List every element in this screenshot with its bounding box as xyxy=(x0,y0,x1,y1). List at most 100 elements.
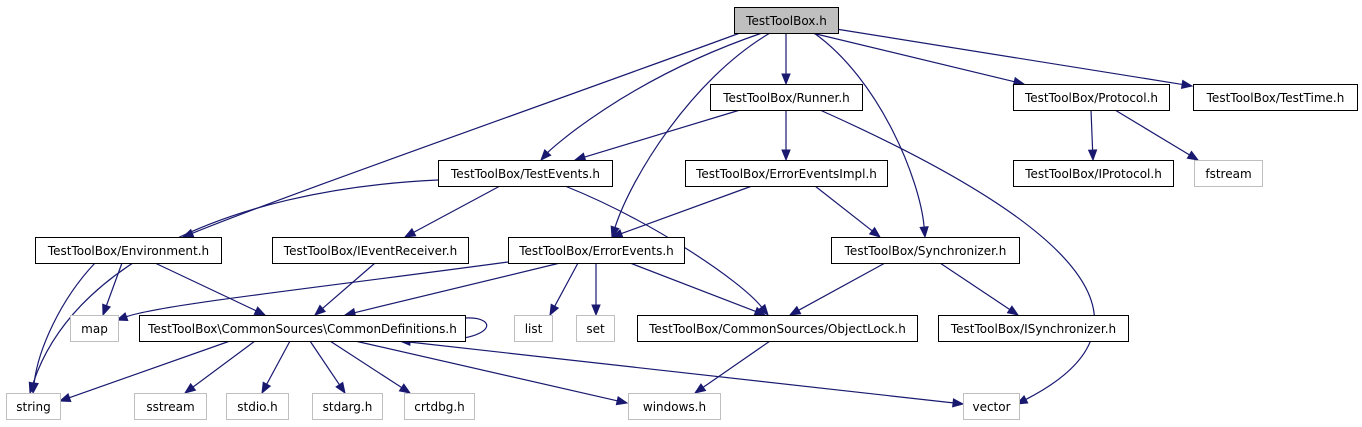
node-box xyxy=(1013,160,1174,187)
node-commondefs[interactable]: TestToolBox\CommonSources\CommonDefiniti… xyxy=(139,315,466,342)
edge-errorevents-to-map xyxy=(115,261,509,322)
node-box xyxy=(272,237,469,264)
arrowhead xyxy=(1180,79,1194,90)
node-label: crtdbg.h xyxy=(414,400,465,414)
arrowhead xyxy=(781,149,791,162)
edge-protocol-to-iprotocol xyxy=(1087,109,1098,162)
node-stdarg: stdarg.h xyxy=(312,393,383,420)
arrowhead xyxy=(1087,149,1098,162)
edge-commondefs-to-vector xyxy=(399,340,965,408)
node-set: set xyxy=(576,315,615,342)
node-ieventreceiver[interactable]: TestToolBox/IEventReceiver.h xyxy=(272,237,469,264)
arrowhead xyxy=(757,303,769,317)
node-windows: windows.h xyxy=(628,393,721,420)
arrowhead xyxy=(693,383,707,394)
arrowhead xyxy=(781,73,791,86)
node-root[interactable]: TestToolBox.h xyxy=(734,7,839,34)
node-box xyxy=(438,160,613,187)
node-box xyxy=(70,315,119,342)
edge-line xyxy=(1114,109,1190,156)
node-box xyxy=(628,393,721,420)
edge-runner-to-testevents xyxy=(573,109,741,162)
edge-erroreventsimpl-to-synchronizer xyxy=(814,185,882,238)
node-box xyxy=(1193,84,1358,111)
node-label: string xyxy=(16,400,50,414)
edge-errorevents-to-objectlock xyxy=(629,262,767,316)
node-box xyxy=(134,393,207,420)
node-synchronizer[interactable]: TestToolBox/Synchronizer.h xyxy=(831,237,1020,264)
node-box xyxy=(637,315,918,342)
edge-testevents-to-ieventreceiver xyxy=(403,185,501,238)
node-box xyxy=(685,160,888,187)
arrowhead xyxy=(573,152,587,162)
node-testevents[interactable]: TestToolBox/TestEvents.h xyxy=(438,160,613,187)
node-iprotocol[interactable]: TestToolBox/IProtocol.h xyxy=(1013,160,1174,187)
edge-line xyxy=(399,340,954,404)
edge-line xyxy=(835,28,1183,86)
edge-line xyxy=(554,262,579,307)
arrowhead xyxy=(591,304,601,317)
edge-line xyxy=(547,32,763,153)
node-box xyxy=(831,237,1020,264)
edge-objectlock-to-windows xyxy=(693,340,771,394)
node-label: windows.h xyxy=(643,400,706,414)
edge-line xyxy=(798,262,886,311)
node-box xyxy=(1194,160,1263,187)
edge-environment-to-map xyxy=(102,262,123,317)
arrowhead xyxy=(610,225,620,239)
node-box xyxy=(508,237,685,264)
node-runner[interactable]: TestToolBox/Runner.h xyxy=(710,84,863,111)
edge-line xyxy=(621,185,753,235)
edge-line xyxy=(614,32,771,228)
edge-line xyxy=(584,109,741,158)
node-errorevents[interactable]: TestToolBox/ErrorEvents.h xyxy=(508,237,685,264)
edge-line xyxy=(192,32,741,234)
edge-root-to-testtime xyxy=(835,28,1194,90)
node-label: TestToolBox/Runner.h xyxy=(722,91,850,105)
edge-line xyxy=(329,340,402,389)
node-environment[interactable]: TestToolBox/Environment.h xyxy=(35,237,222,264)
edge-line xyxy=(126,261,509,318)
edge-line xyxy=(266,340,291,385)
node-box xyxy=(514,315,553,342)
node-label: TestToolBox.h xyxy=(745,14,827,28)
edge-line xyxy=(564,185,763,308)
node-sstream: sstream xyxy=(134,393,207,420)
edge-line xyxy=(192,340,256,388)
arrowhead xyxy=(102,303,112,317)
arrowhead xyxy=(403,227,417,238)
node-objectlock[interactable]: TestToolBox/CommonSources/ObjectLock.h xyxy=(637,315,918,342)
arrowhead xyxy=(313,304,327,316)
edge-line xyxy=(33,262,96,384)
edge-environment-to-string xyxy=(29,262,96,395)
arrowhead xyxy=(540,149,552,162)
node-label: TestToolBox/IEventReceiver.h xyxy=(283,244,457,258)
edge-erroreventsimpl-to-errorevents xyxy=(610,185,753,238)
edge-commondefs-to-windows xyxy=(354,340,629,406)
node-label: stdio.h xyxy=(237,400,277,414)
edge-line xyxy=(814,185,873,232)
edge-root-to-testevents xyxy=(540,32,763,162)
node-testtime[interactable]: TestToolBox/TestTime.h xyxy=(1193,84,1358,111)
edge-testevents-to-objectlock xyxy=(564,185,769,317)
edge-synchronizer-to-isynchronizer xyxy=(939,262,1020,316)
node-erroreventsimpl[interactable]: TestToolBox/ErrorEventsImpl.h xyxy=(685,160,888,187)
node-box xyxy=(35,237,222,264)
node-label: TestToolBox/ErrorEvents.h xyxy=(518,244,674,258)
node-label: map xyxy=(81,322,108,336)
edge-line xyxy=(322,262,376,309)
node-list: list xyxy=(514,315,553,342)
node-box xyxy=(1013,84,1170,111)
edge-protocol-to-fstream xyxy=(1114,109,1200,161)
edge-line xyxy=(939,262,1011,310)
arrowhead xyxy=(549,303,560,317)
node-label: TestToolBox/Protocol.h xyxy=(1024,91,1158,105)
node-isynchronizer[interactable]: TestToolBox/ISynchronizer.h xyxy=(938,315,1129,342)
node-protocol[interactable]: TestToolBox/Protocol.h xyxy=(1013,84,1170,111)
edge-line xyxy=(813,32,925,228)
arrowhead xyxy=(29,382,39,395)
node-label: TestToolBox/TestEvents.h xyxy=(450,167,600,181)
node-box xyxy=(312,393,383,420)
